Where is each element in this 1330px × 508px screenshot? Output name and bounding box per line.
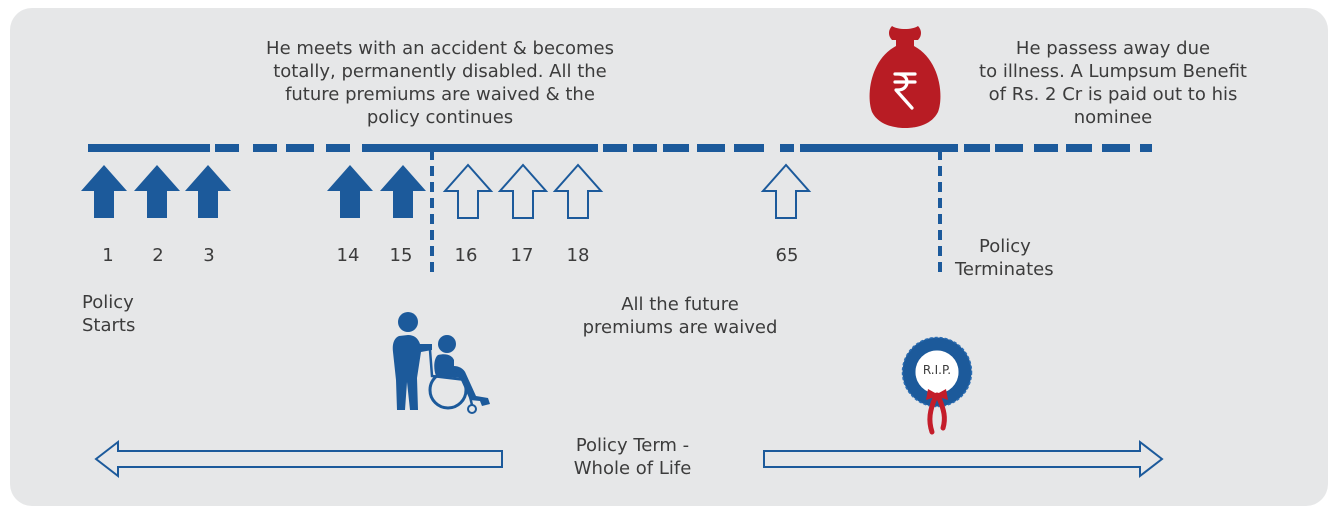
premium-waived-arrow-65 [760,163,812,219]
premium-paid-arrow-14 [327,165,373,218]
year-label-1: 1 [102,245,114,266]
premium-waived-arrow-18 [552,163,604,219]
year-label-14: 14 [336,245,360,266]
rip-text: R.I.P. [922,363,952,377]
year-label-18: 18 [566,245,590,266]
year-label-16: 16 [454,245,478,266]
disability-event-text: He meets with an accident & becomes tota… [230,37,650,129]
disability-text-line-1: He meets with an accident & becomes [266,38,614,59]
death-text-line-1: He passess away due [1015,38,1211,59]
diagram-panel [10,8,1328,506]
policy-starts-label: Policy Starts [82,291,202,337]
premium-paid-arrow-1 [81,165,127,218]
year-label-65: 65 [775,245,799,266]
waived-line-1: All the future [621,294,739,315]
timeline-bar [88,144,1152,152]
starts-line-2: Starts [82,315,136,336]
term-line-2: Whole of Life [573,458,692,479]
death-text-line-3: of Rs. 2 Cr is paid out to his [988,84,1238,105]
premium-paid-arrow-3 [185,165,231,218]
policy-term-right-arrow [763,439,1164,479]
disability-text-line-2: totally, permanently disabled. All the [273,61,607,82]
policy-term-label: Policy Term - Whole of Life [520,434,745,480]
premium-paid-arrow-2 [134,165,180,218]
year-label-3: 3 [203,245,215,266]
premium-paid-arrow-15 [380,165,426,218]
premium-arrows [81,163,812,219]
year-label-15: 15 [389,245,413,266]
policy-term-left-arrow [94,439,503,479]
disability-text-line-4: policy continues [366,107,514,128]
wheelchair-icon [392,312,490,414]
premium-waived-arrow-16 [442,163,494,219]
year-label-2: 2 [152,245,164,266]
premiums-waived-label: All the future premiums are waived [560,293,800,339]
policy-terminates-label: Policy Terminates [955,235,1095,281]
starts-line-1: Policy [82,292,134,313]
year-label-17: 17 [510,245,534,266]
terminates-line-2: Terminates [955,259,1054,280]
death-event-text: He passess away due to illness. A Lumpsu… [958,37,1268,129]
death-text-line-4: nominee [1073,107,1153,128]
money-bag-icon [869,26,941,128]
death-text-line-2: to illness. A Lumpsum Benefit [979,61,1247,82]
premium-waived-arrow-17 [497,163,549,219]
term-line-1: Policy Term - [575,435,690,456]
terminates-line-1: Policy [979,236,1031,257]
disability-text-line-3: future premiums are waived & the [285,84,595,105]
waived-line-2: premiums are waived [582,317,778,338]
rip-wreath-icon [901,336,973,435]
